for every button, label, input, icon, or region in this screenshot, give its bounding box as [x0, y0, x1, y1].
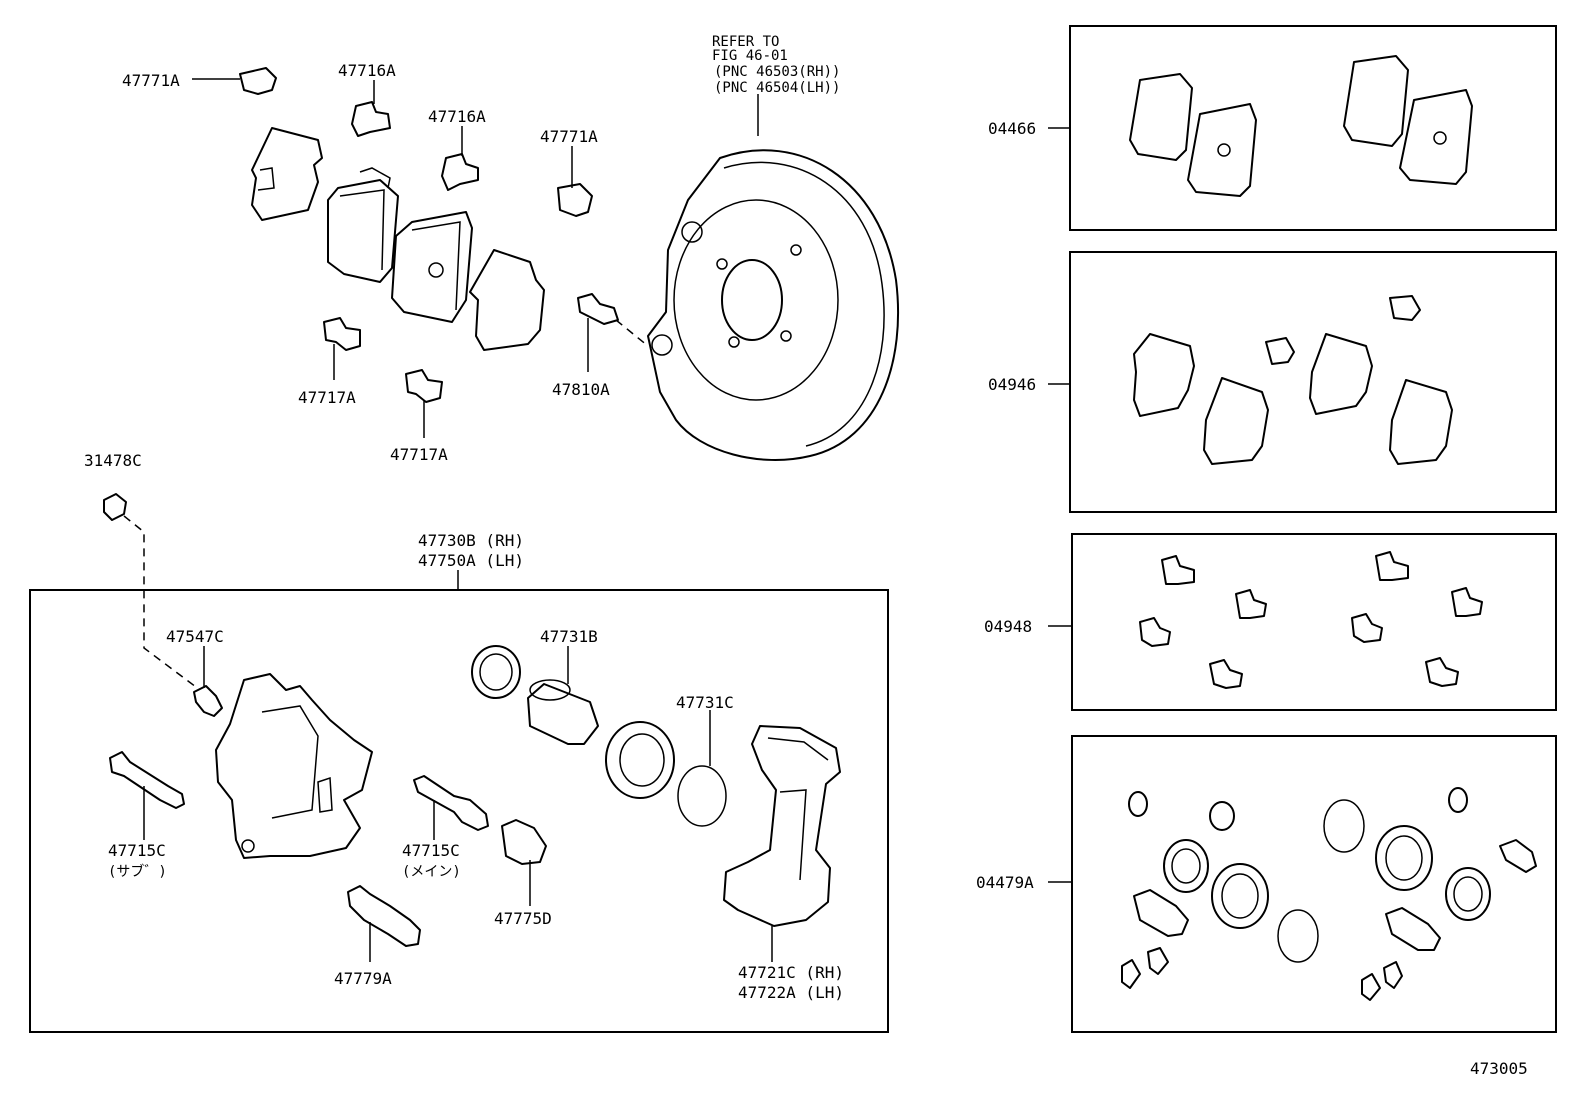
pad-clip-47771a-mid	[557, 183, 593, 217]
pad-clip-47771a-top	[239, 67, 277, 95]
label-47750a-lh: 47750A (LH)	[418, 551, 524, 570]
anti-squeal-shim-left	[251, 127, 323, 221]
boot-47775d	[501, 819, 547, 865]
label-47717a-1: 47717A	[298, 388, 356, 407]
label-47771a-top: 47771A	[122, 71, 180, 90]
pad-support-plate-47717a-1	[323, 317, 361, 351]
label-47775d: 47775D	[494, 909, 552, 928]
guide-pin-main-47715c	[413, 775, 489, 831]
caliper-assembly-box	[29, 589, 889, 1033]
label-47716a-1: 47716A	[338, 61, 396, 80]
pad-assembly-group	[239, 67, 649, 403]
kit-04479a-parts	[1121, 787, 1537, 1001]
label-47547c: 47547C	[166, 627, 224, 646]
refer-note-line-4: (PNC 46504(LH))	[714, 80, 840, 96]
piston-47731b	[527, 683, 599, 745]
label-kit-04946: 04946	[988, 375, 1036, 394]
refer-note-line-2: FIG 46-01	[712, 48, 788, 64]
bleeder-plug-47547c	[193, 685, 223, 717]
brake-pad-2	[391, 211, 473, 323]
note-main: (メイン)	[402, 864, 461, 880]
label-47730b-rh: 47730B (RH)	[418, 531, 524, 550]
label-47731b: 47731B	[540, 627, 598, 646]
label-47771a-mid: 47771A	[540, 127, 598, 146]
dust-cover	[647, 149, 900, 461]
caliper-mounting-bracket	[723, 725, 841, 927]
pad-support-plate-47717a-2	[405, 369, 443, 403]
label-47810a: 47810A	[552, 380, 610, 399]
label-kit-04948: 04948	[984, 617, 1032, 636]
label-kit-04479a: 04479A	[976, 873, 1034, 892]
label-47716a-2: 47716A	[428, 107, 486, 126]
kit-04948-clips	[1139, 551, 1483, 689]
bolt-47810a	[577, 293, 619, 325]
label-47779a: 47779A	[334, 969, 392, 988]
label-47721c-rh: 47721C (RH)	[738, 963, 844, 982]
caliper-cylinder-body	[215, 673, 373, 859]
kit-box-04479a	[1071, 735, 1557, 1033]
brake-pad-1	[327, 179, 399, 283]
label-47715c-sub: 47715C	[108, 841, 166, 860]
label-47715c-main: 47715C	[402, 841, 460, 860]
kit-box-04948	[1071, 533, 1557, 711]
label-47722a-lh: 47722A (LH)	[738, 983, 844, 1002]
label-kit-04466: 04466	[988, 119, 1036, 138]
note-sub: (サブ゛)	[108, 863, 167, 880]
label-31478c: 31478C	[84, 451, 142, 470]
bleeder-cap-31478c	[103, 493, 127, 521]
pad-support-plate-47716a-1	[351, 101, 391, 137]
label-47731c: 47731C	[676, 693, 734, 712]
bush-47779a	[347, 885, 421, 947]
figure-number: 473005	[1470, 1059, 1528, 1078]
pad-support-plate-47716a-2	[441, 153, 479, 191]
guide-pin-sub-47715c	[109, 751, 185, 809]
refer-note-line-3: (PNC 46503(RH))	[714, 64, 840, 80]
kit-04466-pads	[1129, 55, 1473, 197]
anti-squeal-shim-right	[469, 249, 545, 351]
kit-04946-shims	[1133, 295, 1453, 465]
label-47717a-2: 47717A	[390, 445, 448, 464]
snap-ring-47731c	[677, 765, 727, 827]
refer-note-line-1: REFER TO	[712, 34, 779, 50]
kit-box-04946	[1069, 251, 1557, 513]
